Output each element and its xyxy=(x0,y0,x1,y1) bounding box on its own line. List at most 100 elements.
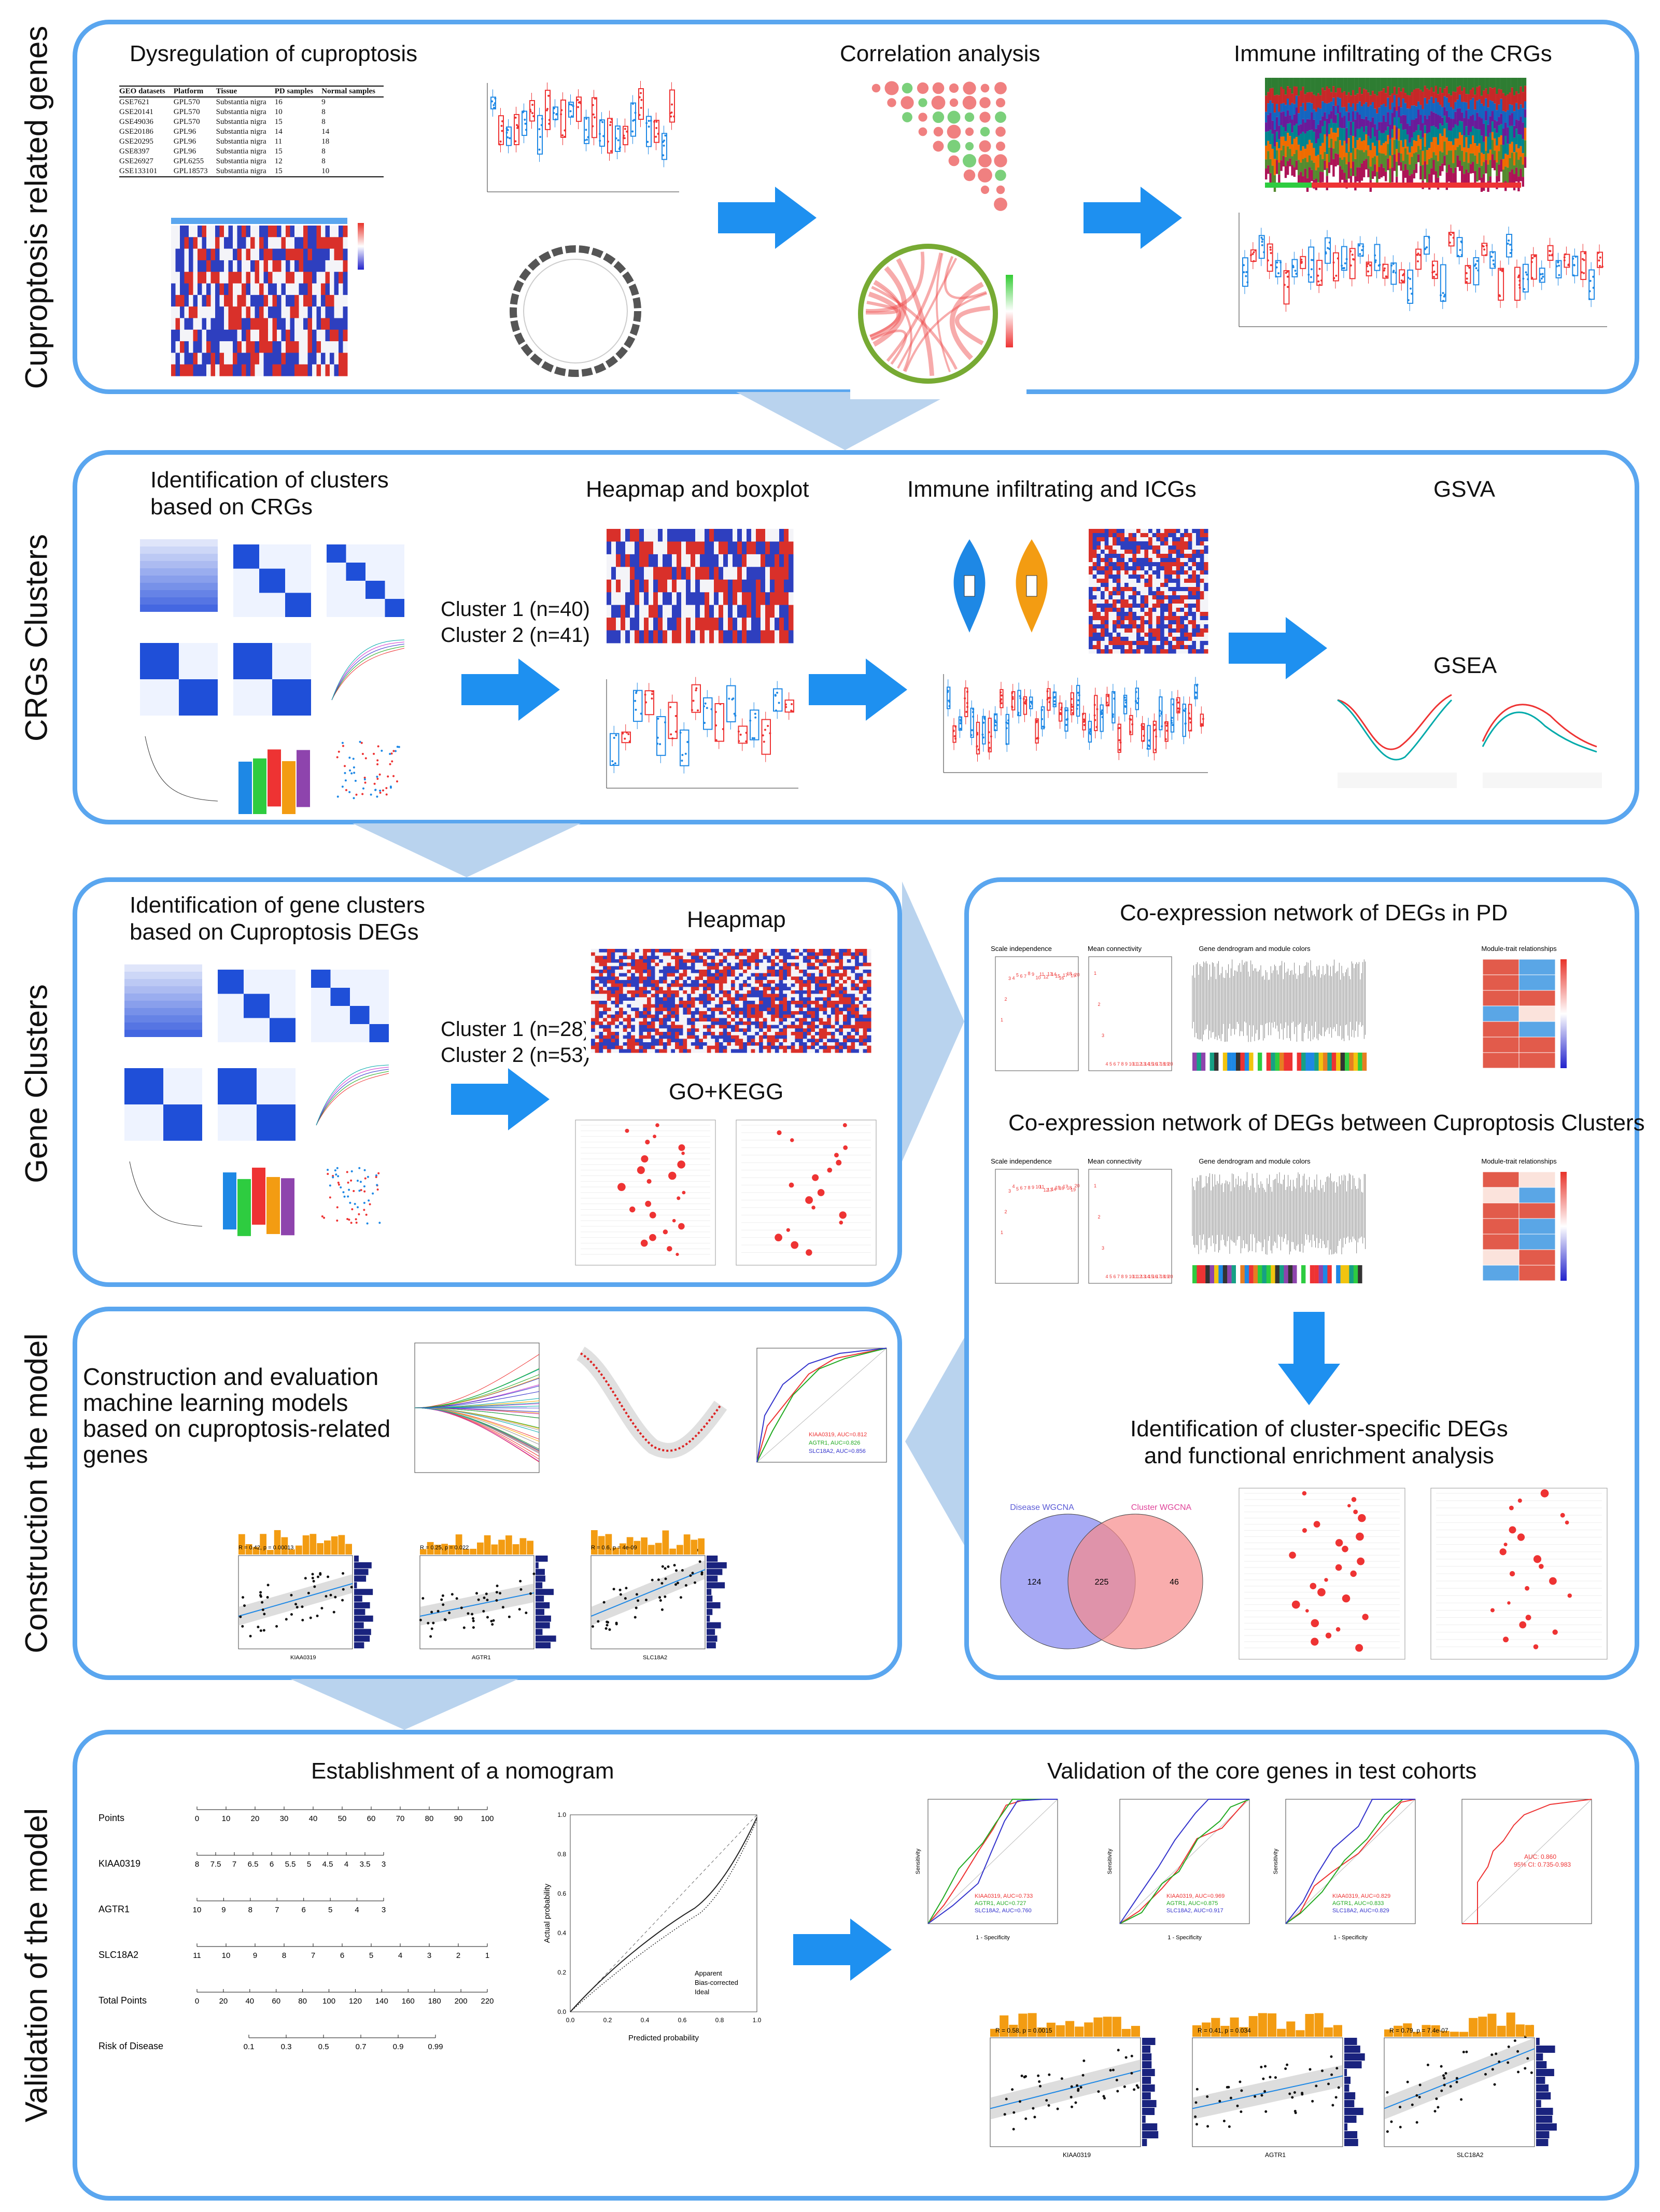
heatmap-cell xyxy=(623,990,627,995)
heatmap-cell xyxy=(611,952,615,956)
heatmap-cell xyxy=(695,541,700,555)
heatmap-cell xyxy=(647,997,652,1001)
stacked-segment xyxy=(1517,120,1520,135)
heatmap-cell xyxy=(811,980,815,984)
heatmap-cell xyxy=(783,993,787,998)
stacked-segment xyxy=(1402,170,1404,184)
heatmap-cell xyxy=(659,983,664,987)
heatmap-cell xyxy=(1180,624,1185,629)
stacked-segment xyxy=(1363,104,1366,119)
tracking-column xyxy=(266,1177,280,1234)
box-point xyxy=(586,138,588,141)
heatmap-cell xyxy=(619,987,624,991)
heatmap-cell xyxy=(193,306,198,318)
stacked-segment xyxy=(1522,153,1524,165)
stacked-segment xyxy=(1291,165,1293,176)
heatmap-cell xyxy=(1101,641,1105,646)
box-point xyxy=(638,96,641,99)
pca-point xyxy=(323,1216,326,1219)
box-point xyxy=(1335,274,1338,277)
box-point xyxy=(1508,239,1510,242)
arrow-s2-a xyxy=(461,659,560,721)
heatmap-cell xyxy=(763,990,767,995)
box xyxy=(1011,691,1016,711)
heatmap-cell xyxy=(791,952,795,956)
heatmap-cell xyxy=(180,272,185,284)
heatmap-cell xyxy=(835,990,839,995)
heatmap-cell xyxy=(647,956,652,960)
box xyxy=(1147,725,1151,750)
heatmap-cell xyxy=(771,952,776,956)
heatmap-cell xyxy=(667,966,671,970)
heatmap-cell xyxy=(737,579,742,593)
box-point xyxy=(764,729,766,731)
heatmap-cell xyxy=(1120,570,1125,575)
heatmap-cell xyxy=(855,990,860,995)
stacked-segment xyxy=(1472,135,1474,153)
heatmap-cell xyxy=(1096,550,1101,554)
box-point xyxy=(1416,260,1419,262)
heatmap-cell xyxy=(647,962,652,967)
box-point xyxy=(500,124,503,127)
stacked-segment xyxy=(1430,168,1433,187)
heatmap-cell xyxy=(639,956,643,960)
stacked-segment xyxy=(1306,119,1309,132)
heatmap-cell xyxy=(843,970,848,974)
heatmap-cell xyxy=(843,959,848,963)
box-point xyxy=(1294,270,1297,272)
stacked-segment xyxy=(1273,78,1276,95)
heatmap-cell xyxy=(686,567,691,580)
heatmap-cell xyxy=(719,962,724,967)
stacked-segment xyxy=(1387,158,1389,171)
box-point xyxy=(1344,262,1346,264)
stacked-segment xyxy=(1284,116,1287,132)
stacked-segment xyxy=(1374,156,1376,165)
stacked-segment xyxy=(1352,161,1355,176)
heatmap-cell xyxy=(1089,591,1093,596)
stacked-segment xyxy=(1467,148,1470,163)
heatmap-cell xyxy=(193,329,198,342)
cuproptosis-heatmap xyxy=(130,213,389,384)
stacked-segment xyxy=(1417,135,1420,146)
heatmap-cell xyxy=(1108,628,1113,633)
heatmap-cell xyxy=(739,966,743,970)
heatmap-cell xyxy=(679,959,683,963)
heatmap-cell xyxy=(193,237,198,249)
heatmap-cell xyxy=(784,605,789,618)
heatmap-cell xyxy=(599,952,603,956)
heatmap-cell xyxy=(799,976,804,981)
stacked-segment xyxy=(1450,78,1453,96)
heatmap-cell xyxy=(255,318,260,330)
heatmap-cell xyxy=(1196,566,1201,571)
heatmap-cell xyxy=(695,605,700,618)
heatmap-cell xyxy=(603,993,608,998)
stacked-segment xyxy=(1396,149,1398,162)
stacked-segment xyxy=(1430,142,1433,158)
heatmap-cell xyxy=(791,993,795,998)
geo-cell: GPL96 xyxy=(173,128,196,136)
heatmap-cell xyxy=(1089,612,1093,617)
tracking-column xyxy=(253,758,266,814)
heatmap-cell xyxy=(1152,579,1157,583)
heatmap-cell xyxy=(198,283,202,296)
box-point xyxy=(1385,275,1388,278)
heatmap-cell xyxy=(1140,545,1145,550)
stacked-segment xyxy=(1424,78,1426,86)
heatmap-cell xyxy=(1148,633,1153,637)
heatmap-cell xyxy=(714,592,719,606)
heatmap-cell xyxy=(316,226,321,237)
heatmap-cell xyxy=(747,983,752,987)
stacked-segment xyxy=(1337,97,1339,106)
heatmap-cell xyxy=(787,990,792,995)
correlation-cell xyxy=(947,124,961,139)
stacked-segment xyxy=(1278,148,1281,163)
stacked-segment xyxy=(1367,120,1370,136)
heatmap-cell xyxy=(1120,550,1125,554)
box-point xyxy=(1345,258,1348,260)
geo-cell: GSE20186 xyxy=(119,128,153,136)
heatmap-cell xyxy=(189,248,193,261)
heatmap-cell xyxy=(679,987,683,991)
heatmap-cell xyxy=(202,226,207,237)
stacked-segment xyxy=(1326,78,1328,87)
heatmap-cell xyxy=(343,226,348,237)
